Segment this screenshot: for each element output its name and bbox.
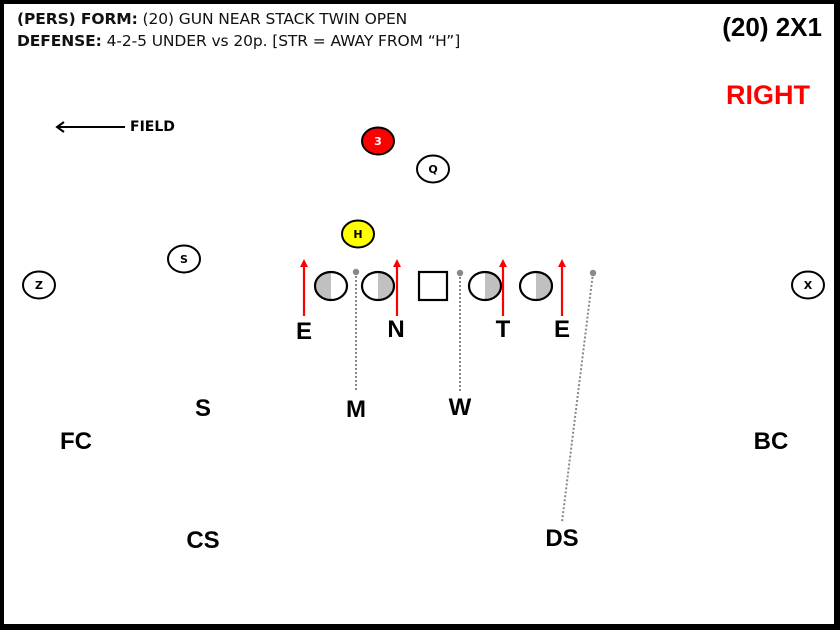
defender-bc: BC bbox=[753, 428, 789, 455]
defender-fc: FC bbox=[60, 428, 92, 455]
alignment-line-w bbox=[456, 269, 464, 392]
formation-value: (20) GUN NEAR STACK TWIN OPEN bbox=[137, 10, 408, 28]
svg-text:3: 3 bbox=[374, 135, 382, 148]
defender-cs: CS bbox=[186, 527, 220, 554]
defender-n: N bbox=[387, 316, 405, 343]
strength-direction: RIGHT bbox=[726, 80, 810, 110]
svg-text:H: H bbox=[353, 228, 362, 241]
alignment-lines bbox=[352, 268, 597, 523]
formation-code: (20) 2X1 bbox=[722, 12, 822, 42]
defense-line: DEFENSE: 4-2-5 UNDER vs 20p. [STR = AWAY… bbox=[17, 32, 460, 50]
svg-text:Z: Z bbox=[35, 279, 43, 292]
lineman-icon bbox=[313, 270, 349, 302]
lineman-icon bbox=[360, 270, 396, 302]
player-q-icon: Q bbox=[416, 154, 450, 184]
field-label: FIELD bbox=[130, 119, 175, 135]
defense-value: 4-2-5 UNDER vs 20p. [STR = AWAY FROM “H”… bbox=[101, 32, 461, 50]
field-arrow-icon bbox=[55, 121, 125, 133]
formation-label: (PERS) FORM: bbox=[17, 10, 138, 28]
svg-text:Q: Q bbox=[428, 163, 437, 176]
rush-arrow-icon bbox=[393, 259, 401, 316]
rush-arrow-icon bbox=[558, 259, 566, 316]
defender-t: T bbox=[495, 316, 511, 343]
player-3-icon: 3 bbox=[361, 126, 395, 156]
rush-arrow-icon bbox=[499, 259, 507, 316]
defender-s: S bbox=[194, 395, 212, 422]
lineman-icon bbox=[518, 270, 554, 302]
defender-ds: DS bbox=[545, 525, 579, 552]
defense-label: DEFENSE: bbox=[17, 32, 102, 50]
alignment-line-ds bbox=[561, 269, 597, 523]
svg-text:S: S bbox=[180, 253, 188, 266]
defender-w: W bbox=[448, 394, 472, 421]
rush-arrows bbox=[300, 259, 566, 316]
defender-e: E bbox=[553, 316, 571, 343]
offensive-line bbox=[313, 270, 554, 302]
defender-m: M bbox=[346, 396, 366, 423]
formation-line: (PERS) FORM: (20) GUN NEAR STACK TWIN OP… bbox=[17, 10, 407, 28]
player-s-icon: S bbox=[167, 244, 201, 274]
lineman-icon bbox=[467, 270, 503, 302]
center-square-icon bbox=[417, 270, 449, 302]
player-x-icon: X bbox=[791, 270, 825, 300]
alignment-line-m bbox=[352, 268, 360, 392]
svg-text:X: X bbox=[804, 279, 813, 292]
player-z-icon: Z bbox=[22, 270, 56, 300]
rush-arrow-icon bbox=[300, 259, 308, 316]
defender-e: E bbox=[295, 318, 313, 345]
player-h-icon: H bbox=[341, 219, 375, 249]
offensive-players: 3Q H S Z X bbox=[22, 126, 825, 300]
